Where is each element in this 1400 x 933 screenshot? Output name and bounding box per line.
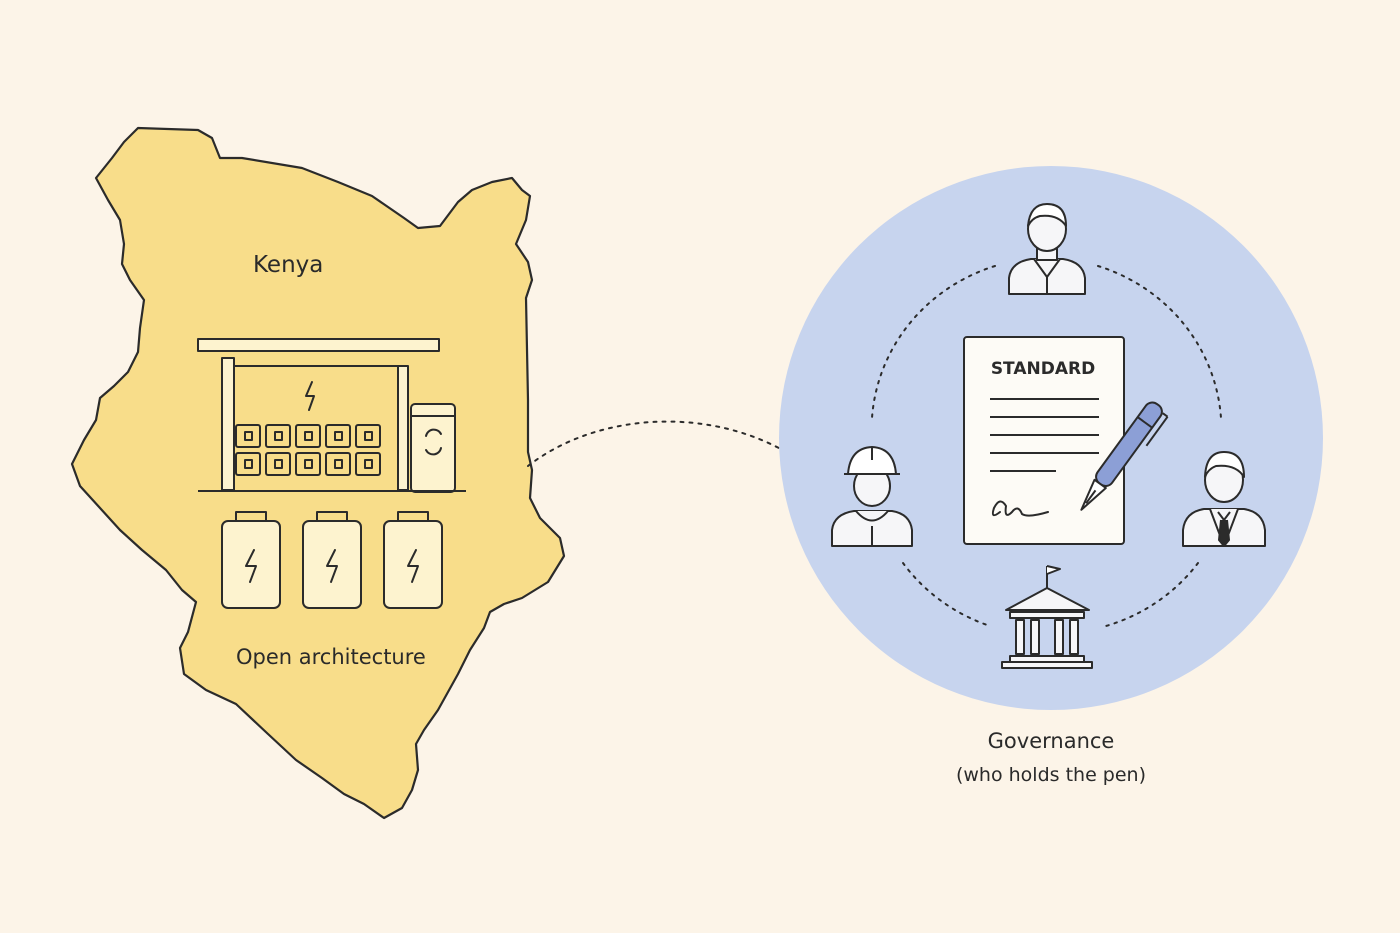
kenya-label: Kenya bbox=[253, 252, 323, 278]
governance-sublabel: (who holds the pen) bbox=[956, 764, 1146, 786]
signed-document-icon bbox=[963, 336, 1125, 545]
person-icon bbox=[1008, 203, 1086, 295]
document-title: STANDARD bbox=[991, 359, 1095, 379]
battery-pack-icon bbox=[302, 511, 362, 609]
government-building-icon bbox=[1001, 565, 1093, 669]
battery-swap-station-icon bbox=[197, 338, 466, 493]
battery-pack-icon bbox=[383, 511, 443, 609]
stakeholder-ring bbox=[871, 265, 1222, 627]
engineer-icon bbox=[831, 446, 913, 547]
open-architecture-label: Open architecture bbox=[236, 645, 426, 669]
kenya-map bbox=[70, 126, 566, 820]
fountain-pen-icon bbox=[1080, 401, 1169, 511]
battery-pack-icon bbox=[221, 511, 281, 609]
businessman-icon bbox=[1182, 451, 1266, 547]
governance-label: Governance bbox=[988, 729, 1115, 753]
connector-arrow bbox=[527, 420, 803, 467]
